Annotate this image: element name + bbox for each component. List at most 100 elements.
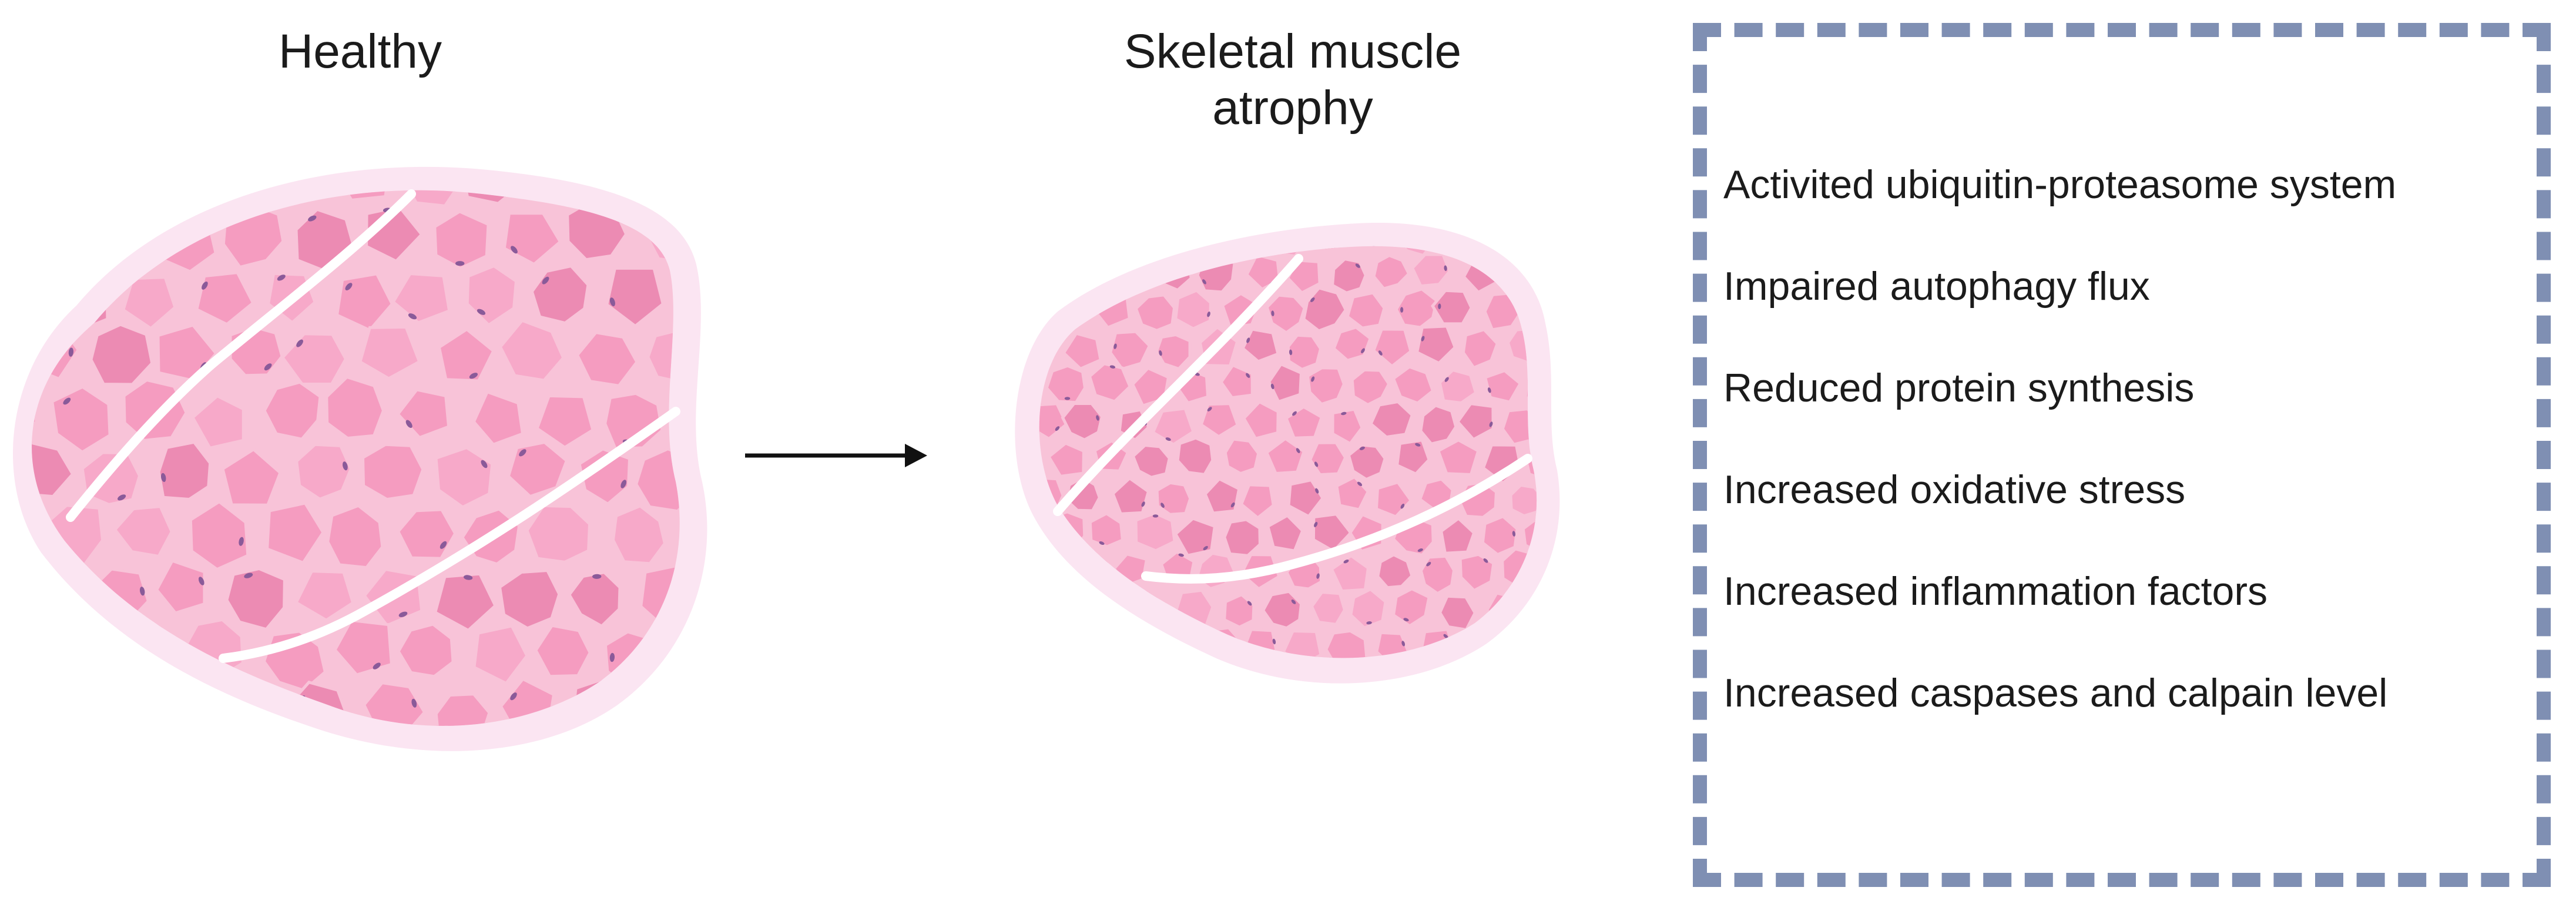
healthy-nucleus bbox=[343, 461, 348, 471]
atrophy-fiber bbox=[1287, 478, 1325, 518]
healthy-nucleus bbox=[682, 731, 692, 740]
healthy-nucleus bbox=[609, 297, 615, 307]
atrophy-fiber bbox=[1306, 366, 1346, 406]
atrophy-nucleus bbox=[1487, 387, 1491, 393]
healthy-nucleus bbox=[63, 397, 71, 405]
atrophy-fiber bbox=[1223, 518, 1262, 558]
atrophy-fiber bbox=[1111, 476, 1151, 515]
atrophy-fiber bbox=[1223, 437, 1260, 476]
atrophy-nucleus bbox=[1072, 639, 1076, 645]
healthy-fiber bbox=[535, 394, 595, 450]
healthy-fiber bbox=[113, 504, 174, 558]
atrophy-fiber bbox=[1045, 364, 1087, 404]
atrophy-fiber bbox=[1347, 443, 1387, 481]
atrophy-fiber bbox=[1458, 553, 1495, 592]
healthy-fiber bbox=[401, 190, 463, 207]
atrophy-fiber bbox=[1131, 366, 1170, 408]
atrophy-fiber bbox=[1039, 626, 1071, 658]
atrophy-fiber bbox=[1008, 295, 1038, 331]
healthy-nucleus bbox=[455, 261, 465, 266]
healthy-nucleus bbox=[398, 611, 408, 618]
healthy-fiber bbox=[32, 622, 43, 680]
atrophy-nucleus bbox=[1152, 514, 1159, 518]
healthy-fiber bbox=[333, 618, 394, 677]
atrophy-fiber bbox=[1331, 407, 1364, 446]
atrophy-nucleus bbox=[1366, 621, 1372, 625]
healthy-fiber bbox=[534, 624, 592, 678]
healthy-fiber bbox=[189, 500, 250, 571]
atrophy-fiber bbox=[1173, 517, 1217, 557]
mechanism-item-ubiquitin: Activited ubiquitin-proteasome system bbox=[1723, 162, 2397, 207]
atrophy-fiber bbox=[1509, 483, 1537, 518]
healthy-fiber bbox=[83, 685, 140, 726]
atrophy-fiber bbox=[1391, 365, 1435, 405]
healthy-nucleus bbox=[96, 647, 102, 657]
atrophy-nucleus bbox=[1341, 411, 1347, 416]
atrophy-nucleus bbox=[1401, 641, 1406, 647]
atrophy-fiber bbox=[1461, 327, 1500, 370]
atrophy-nucleus bbox=[1029, 537, 1034, 544]
atrophy-fiber bbox=[1061, 401, 1104, 442]
healthy-fiber bbox=[32, 190, 41, 206]
healthy-fiber bbox=[48, 628, 105, 682]
atrophy-fiber bbox=[1180, 246, 1219, 250]
atrophy-fiber bbox=[1307, 246, 1346, 252]
healthy-fascicle-gap-1 bbox=[66, 189, 416, 522]
healthy-nucleus bbox=[308, 215, 317, 222]
healthy-fiber bbox=[325, 375, 385, 440]
healthy-nucleus bbox=[542, 276, 549, 284]
atrophy-nucleus bbox=[1438, 303, 1441, 309]
mechanism-box bbox=[1693, 23, 2551, 887]
atrophy-fiber bbox=[1039, 547, 1062, 589]
atrophy-fiber bbox=[1371, 327, 1413, 369]
healthy-nucleus bbox=[510, 692, 517, 701]
healthy-nucleus bbox=[32, 661, 34, 668]
atrophy-nucleus bbox=[1109, 365, 1116, 369]
atrophy-fiber bbox=[1350, 368, 1391, 407]
healthy-nucleus bbox=[191, 726, 201, 735]
atrophy-fiber bbox=[1131, 443, 1172, 479]
healthy-nucleus bbox=[481, 460, 488, 468]
atrophy-fiber bbox=[1482, 246, 1521, 254]
healthy-nucleus bbox=[296, 339, 303, 347]
atrophy-fiber bbox=[1501, 632, 1537, 658]
atrophy-nucleus bbox=[1271, 310, 1274, 316]
atrophy-nucleus bbox=[1159, 350, 1162, 356]
atrophy-fiber bbox=[1265, 293, 1307, 335]
atrophy-fiber bbox=[1439, 516, 1476, 555]
healthy-fiber bbox=[326, 504, 384, 570]
healthy-fiber bbox=[52, 190, 110, 196]
atrophy-fiber bbox=[1005, 217, 1037, 255]
atrophy-nucleus bbox=[1069, 270, 1074, 276]
atrophy-fiber bbox=[1239, 483, 1276, 520]
atrophy-fiber bbox=[1483, 369, 1522, 404]
atrophy-nucleus bbox=[1444, 265, 1447, 272]
healthy-fiber bbox=[333, 190, 392, 202]
healthy-nucleus bbox=[99, 249, 108, 256]
atrophy-label-line-2: atrophy bbox=[1212, 81, 1373, 135]
healthy-fascicle-gap-2 bbox=[219, 407, 680, 663]
atrophy-fiber bbox=[1431, 289, 1474, 326]
atrophy-fiber bbox=[1088, 361, 1132, 403]
atrophy-nucleus bbox=[1291, 600, 1296, 604]
healthy-fiber bbox=[525, 504, 592, 564]
atrophy-nucleus bbox=[1310, 297, 1315, 303]
healthy-fiber bbox=[434, 692, 491, 726]
atrophy-nucleus bbox=[1296, 448, 1300, 453]
atrophy-fiber bbox=[1039, 587, 1045, 625]
mechanism-item-oxidative-stress: Increased oxidative stress bbox=[1723, 467, 2186, 512]
healthy-nucleus bbox=[119, 163, 126, 173]
atrophy-nucleus bbox=[1207, 407, 1212, 411]
atrophy-nucleus bbox=[1270, 383, 1274, 390]
mechanism-item-caspases: Increased caspases and calpain level bbox=[1723, 671, 2388, 715]
atrophy-fiber bbox=[1324, 629, 1368, 658]
healthy-fiber bbox=[295, 443, 353, 501]
atrophy-nucleus bbox=[1207, 312, 1210, 317]
atrophy-nucleus bbox=[1018, 221, 1024, 225]
atrophy-nucleus bbox=[1357, 481, 1363, 486]
atrophy-nucleus bbox=[1512, 531, 1516, 537]
atrophy-fiber bbox=[1061, 332, 1103, 371]
atrophy-nucleus bbox=[1415, 443, 1421, 447]
atrophy-fiber bbox=[1481, 514, 1519, 557]
atrophy-nucleus bbox=[1421, 336, 1425, 342]
